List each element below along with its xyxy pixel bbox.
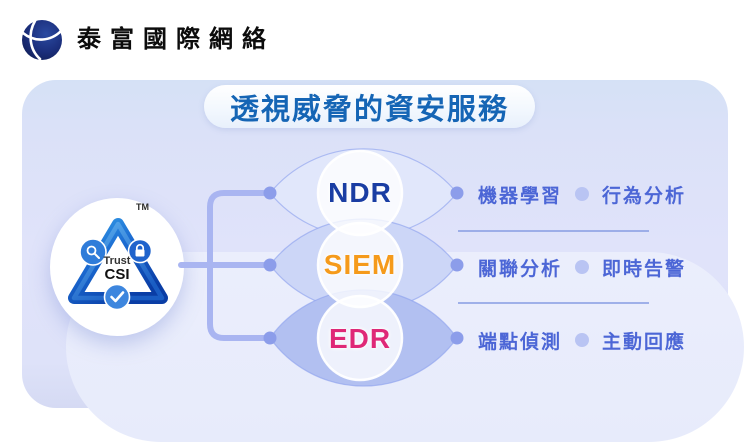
feature-row-siem: 關聯分析 即時告警 [478, 254, 686, 280]
service-label-siem: SIEM [323, 249, 397, 280]
row-divider [458, 302, 649, 304]
badge-text-trust: Trust [104, 255, 131, 267]
search-icon [79, 238, 107, 266]
feature-row-ndr: 機器學習 行為分析 [478, 181, 686, 207]
feature-label: 主動回應 [602, 331, 687, 353]
feature-label: 行為分析 [602, 185, 687, 207]
trust-csi-logo: Trust CSI [68, 218, 168, 311]
page-title: 透視威脅的資安服務 [229, 93, 509, 126]
dot-separator-icon [575, 333, 590, 347]
globe-icon [21, 19, 63, 61]
brand-header: 泰富國際網絡 [20, 16, 275, 64]
security-services-infographic: 泰富國際網絡 [20, 16, 744, 442]
feature-label: 關聯分析 [478, 258, 563, 280]
trust-csi-badge: Trust CSI [50, 198, 184, 336]
dot-separator-icon [575, 260, 590, 274]
feature-label: 機器學習 [478, 185, 563, 207]
service-label-ndr: NDR [328, 177, 392, 208]
feature-label: 端點偵測 [478, 331, 563, 353]
globe-orbit-horizontal [21, 29, 63, 41]
check-icon [103, 283, 131, 311]
badge-text-csi: CSI [104, 266, 129, 283]
title-banner: 透視威脅的資安服務 [204, 85, 535, 128]
lock-icon [127, 238, 153, 264]
dot-separator-icon [575, 187, 590, 201]
trademark-label: TM [136, 202, 149, 212]
feature-label: 即時告警 [602, 258, 687, 280]
service-label-edr: EDR [328, 323, 392, 354]
row-divider [458, 230, 649, 232]
globe-orbit-vertical [29, 19, 42, 61]
feature-row-edr: 端點偵測 主動回應 [478, 327, 686, 353]
brand-name: 泰富國際網絡 [77, 27, 275, 53]
